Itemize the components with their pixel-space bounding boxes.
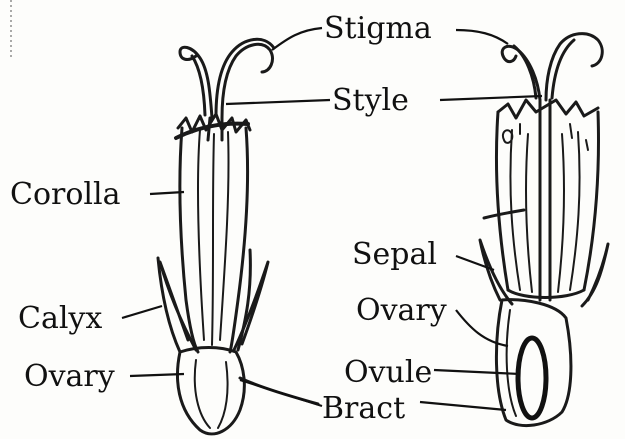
label-ovary-left: Ovary [24, 359, 115, 394]
label-bract: Bract [322, 391, 405, 426]
label-sepal: Sepal [352, 237, 437, 272]
label-style: Style [332, 83, 409, 118]
label-ovule: Ovule [344, 355, 432, 390]
label-calyx: Calyx [18, 301, 102, 336]
label-corolla: Corolla [10, 177, 121, 212]
flower-longitudinal-section [480, 34, 608, 426]
label-ovary-right: Ovary [356, 293, 447, 328]
label-stigma: Stigma [324, 11, 432, 46]
